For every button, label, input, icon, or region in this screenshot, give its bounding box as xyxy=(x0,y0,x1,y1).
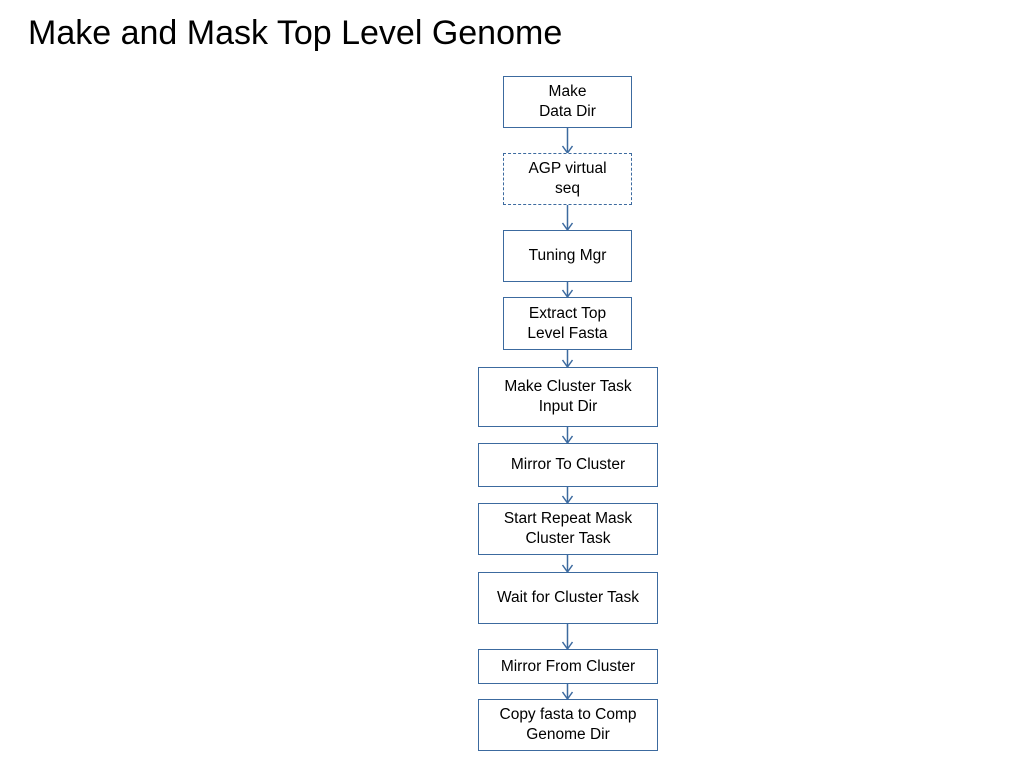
step-make-cluster-task-input-dir: Make Cluster Task Input Dir xyxy=(478,367,658,427)
step-extract-top-level-fasta: Extract Top Level Fasta xyxy=(503,297,632,350)
step-agp-virtual-seq: AGP virtual seq xyxy=(503,153,632,205)
step-mirror-to-cluster: Mirror To Cluster xyxy=(478,443,658,487)
step-make-data-dir: Make Data Dir xyxy=(503,76,632,128)
step-start-repeat-mask-cluster-task: Start Repeat Mask Cluster Task xyxy=(478,503,658,555)
step-mirror-from-cluster: Mirror From Cluster xyxy=(478,649,658,684)
page-title: Make and Mask Top Level Genome xyxy=(28,14,563,52)
step-copy-fasta-to-comp-genome-dir: Copy fasta to Comp Genome Dir xyxy=(478,699,658,751)
step-wait-for-cluster-task: Wait for Cluster Task xyxy=(478,572,658,624)
step-tuning-mgr: Tuning Mgr xyxy=(503,230,632,282)
